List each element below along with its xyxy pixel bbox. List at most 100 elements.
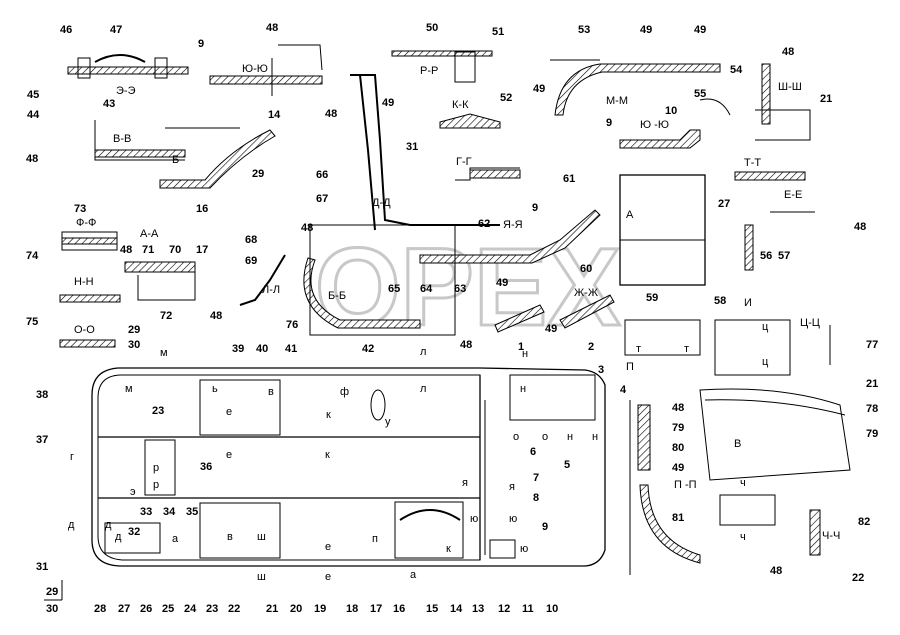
part-number: 59	[646, 292, 658, 304]
part-number: 32	[128, 526, 140, 538]
section-label: Т-Т	[744, 157, 761, 169]
cut-marker: п	[372, 533, 378, 545]
cut-marker: н	[520, 383, 526, 395]
part-number: 74	[26, 250, 39, 262]
part-number: 7	[533, 472, 539, 484]
part-number: 29	[252, 168, 264, 180]
section-label: Б	[172, 154, 179, 166]
cut-marker: р	[153, 462, 159, 474]
cut-marker: ш	[257, 571, 266, 583]
part-number: 21	[820, 93, 832, 105]
part-number: 10	[665, 105, 677, 117]
cut-marker: е	[325, 541, 331, 553]
section-label: Ф-Ф	[76, 217, 96, 229]
cut-marker: э	[130, 486, 136, 498]
part-number: 34	[163, 506, 176, 518]
part-number: 35	[186, 506, 198, 518]
cut-marker: м	[160, 347, 168, 359]
section-label: П -П	[674, 479, 697, 491]
section-details	[59, 44, 851, 575]
section-label: М-М	[606, 95, 628, 107]
section-label: В-В	[113, 133, 131, 145]
part-number: 53	[578, 24, 590, 36]
cut-marker: т	[684, 343, 689, 355]
part-number: 31	[406, 141, 418, 153]
part-number: 48	[301, 222, 313, 234]
section-label: Г-Г	[456, 156, 472, 168]
section-label: Б-Б	[328, 290, 346, 302]
part-number: 14	[450, 603, 463, 615]
part-number: 4	[620, 384, 627, 396]
part-number: 24	[184, 603, 197, 615]
cut-marker: л	[420, 383, 426, 395]
cut-marker: ф	[340, 386, 349, 398]
section-label: Я-Я	[503, 219, 523, 231]
cut-marker: я	[462, 477, 468, 489]
section-label: Ж-Ж	[574, 287, 598, 299]
cut-marker: г	[70, 451, 74, 463]
part-number: 54	[730, 64, 743, 76]
part-number: 15	[426, 603, 438, 615]
part-number: 78	[866, 403, 878, 415]
cut-marker: у	[385, 416, 391, 428]
cut-marker: н	[592, 431, 598, 443]
part-number: 48	[210, 310, 222, 322]
part-number: 69	[245, 255, 257, 267]
cut-marker: е	[325, 571, 331, 583]
cut-marker: о	[542, 431, 548, 443]
section-label: Д-Д	[372, 197, 391, 209]
part-number: 71	[142, 244, 154, 256]
part-number: 9	[606, 117, 612, 129]
cut-marker: ч	[740, 477, 746, 489]
section-label: Ц-Ц	[800, 317, 820, 329]
part-number: 6	[530, 446, 536, 458]
part-number: 46	[60, 24, 72, 36]
part-number: 50	[426, 22, 438, 34]
part-number: 64	[420, 283, 433, 295]
part-number: 29	[128, 324, 140, 336]
part-number: 66	[316, 169, 328, 181]
part-number: 27	[118, 603, 130, 615]
part-number: 41	[285, 343, 297, 355]
part-number: 31	[36, 561, 48, 573]
section-label: Ч-Ч	[822, 530, 840, 542]
cut-marker: л	[420, 346, 426, 358]
part-number: 30	[128, 339, 140, 351]
section-label: Р-Р	[420, 65, 438, 77]
part-number: 58	[714, 295, 726, 307]
cut-marker: о	[513, 431, 519, 443]
part-number: 75	[26, 316, 38, 328]
part-number: 28	[94, 603, 106, 615]
part-number: 48	[854, 221, 866, 233]
section-label: Ю-Ю	[242, 63, 268, 75]
part-number: 14	[268, 109, 281, 121]
section-label: В	[734, 438, 741, 450]
part-number: 51	[492, 26, 504, 38]
part-number: 79	[866, 428, 878, 440]
cut-marker: а	[172, 533, 179, 545]
part-number: 49	[496, 277, 508, 289]
part-number: 21	[866, 378, 878, 390]
cut-marker: ч	[740, 531, 746, 543]
cut-marker: к	[325, 449, 330, 461]
section-label: Е-Е	[784, 189, 802, 201]
section-label: Ю -Ю	[640, 119, 669, 131]
cut-marker: д	[105, 519, 112, 531]
part-number: 9	[198, 38, 204, 50]
part-number: 67	[316, 193, 328, 205]
cut-marker: в	[227, 531, 233, 543]
part-number: 47	[110, 24, 122, 36]
part-number: 11	[522, 603, 534, 615]
cut-marker: я	[509, 481, 515, 493]
part-number: 48	[120, 244, 132, 256]
section-labels: Э-Э Ю-Ю Р-Р К-К М-М Ю -Ю Ш-Ш В-В Б Г-Г Т…	[74, 63, 840, 542]
part-number: 72	[160, 310, 172, 322]
part-number: 57	[778, 250, 790, 262]
part-number: 48	[672, 402, 684, 414]
part-number: 52	[500, 92, 512, 104]
part-number: 39	[232, 343, 244, 355]
part-number: 61	[563, 173, 575, 185]
cut-marker: а	[410, 569, 417, 581]
floor-plan	[91, 367, 606, 567]
section-label: Ш-Ш	[778, 81, 802, 93]
